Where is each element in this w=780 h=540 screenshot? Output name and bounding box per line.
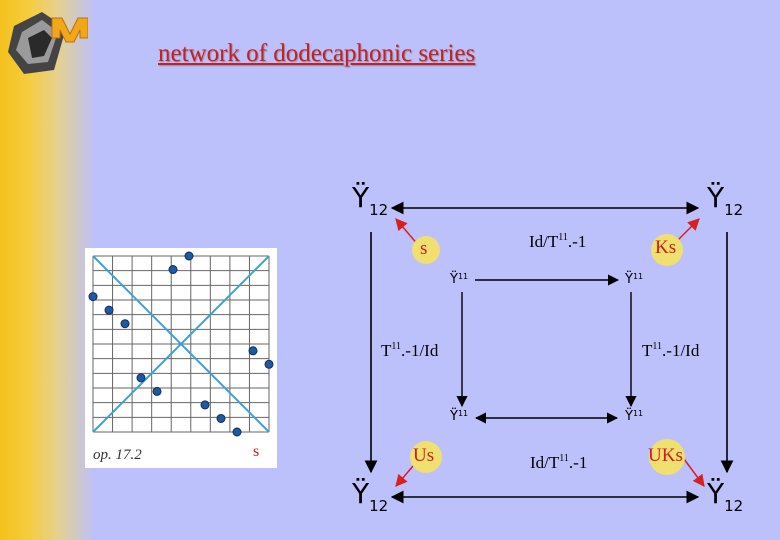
row-point	[88, 292, 98, 302]
inner-corner-bottom-right: Ÿ11	[625, 409, 644, 424]
node-s-highlight	[412, 236, 440, 264]
corner-bottom-left: Ÿ12	[352, 477, 389, 515]
inner-corner-top-left: Ÿ11	[450, 272, 469, 287]
row-point	[216, 413, 226, 423]
row-point	[184, 251, 194, 261]
node-s-label: s	[420, 238, 428, 259]
row-point	[152, 386, 162, 396]
slide-title: network of dodecaphonic series	[158, 40, 476, 67]
row-plot-caption: op. 17.2	[93, 447, 142, 463]
left-accent-bar	[0, 0, 95, 540]
row-point	[120, 319, 130, 329]
row-point	[104, 305, 114, 315]
edge-label-right: T11.-1/Id	[642, 341, 700, 360]
node-us-highlight	[410, 441, 442, 473]
logo-icon	[8, 12, 88, 74]
row-plot-inset: op. 17.2	[85, 248, 277, 468]
diagonal-line	[92, 255, 270, 433]
edge-label-bottom: Id/T11.-1	[530, 453, 588, 472]
corner-bottom-right: Ÿ12	[707, 477, 744, 515]
node-uks-label: UKs	[648, 445, 683, 466]
row-point	[168, 265, 178, 275]
node-ks-label: Ks	[655, 237, 677, 258]
inner-corner-top-right: Ÿ11	[625, 272, 644, 287]
row-point	[232, 427, 242, 437]
edge-label-left: T11.-1/Id	[381, 341, 439, 360]
edge-label-top: Id/T11.-1	[529, 232, 587, 251]
node-us-label: Us	[413, 445, 435, 466]
row-point	[200, 400, 210, 410]
inner-corner-bottom-left: Ÿ11	[450, 409, 469, 424]
corner-top-right: Ÿ12	[707, 181, 744, 219]
row-point	[248, 346, 258, 356]
corner-top-left: Ÿ12	[352, 181, 389, 219]
diag-arrow-bottom-right	[683, 458, 705, 487]
node-ks-highlight	[651, 234, 683, 266]
row-point	[136, 373, 146, 383]
row-plot-svg	[88, 251, 274, 437]
row-plot-series-label: s	[253, 443, 260, 460]
row-point	[264, 359, 274, 369]
node-uks-highlight	[649, 439, 685, 475]
